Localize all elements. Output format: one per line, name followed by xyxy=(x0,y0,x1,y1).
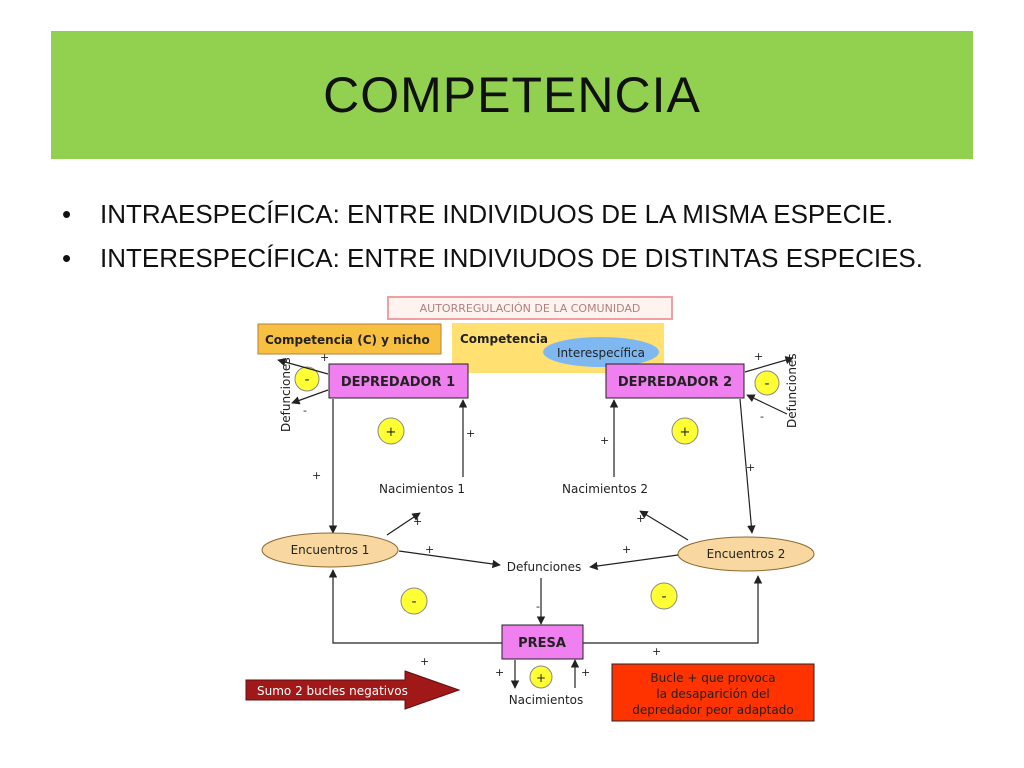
bullet-text: INTRAESPECÍFICA: ENTRE INDIVIDUOS DE LA … xyxy=(100,199,894,229)
arrow xyxy=(639,510,689,541)
depredador2-box xyxy=(605,363,745,399)
minus-sign: - xyxy=(411,594,416,610)
arrow xyxy=(398,550,501,569)
arrow xyxy=(589,554,679,571)
defunciones-right-label: Defunciones xyxy=(785,353,799,428)
arrow xyxy=(277,357,329,375)
bullet-item-interespecifica: • INTERESPECÍFICA: ENTRE INDIVIUDOS DE DI… xyxy=(60,236,923,280)
minus-sign: - xyxy=(661,589,666,605)
encuentros1-label: Encuentros 1 xyxy=(291,543,370,557)
presa-box xyxy=(501,624,584,660)
plus-sign: + xyxy=(652,645,661,658)
arrow xyxy=(583,575,763,644)
bullet-item-intraespecifica: • INTRAESPECÍFICA: ENTRE INDIVIDUOS DE LA… xyxy=(60,192,923,236)
competencia-nicho-label: Competencia (C) y nicho xyxy=(265,333,430,347)
bullet-icon: • xyxy=(62,243,72,273)
bucle-box xyxy=(611,663,815,722)
plus-sign: + xyxy=(413,515,422,528)
plus-sign: + xyxy=(495,666,504,679)
plus-sign: + xyxy=(466,427,475,440)
plus-sign: + xyxy=(746,461,755,474)
plus-sign: + xyxy=(320,351,329,364)
bucle-line-1: Bucle + que provoca xyxy=(650,671,775,685)
plus-circle-loop1 xyxy=(377,417,405,445)
depredador2-label: DEPREDADOR 2 xyxy=(618,375,732,390)
competencia-nicho-box xyxy=(257,323,442,355)
arrow xyxy=(744,356,794,373)
minus-sign: - xyxy=(303,404,307,417)
arrow xyxy=(328,569,502,644)
minus-sign: - xyxy=(760,410,764,423)
defunciones-left-label: Defunciones xyxy=(279,357,293,432)
depredador1-label: DEPREDADOR 1 xyxy=(341,375,455,390)
nacimientos2-label: Nacimientos 2 xyxy=(562,482,648,496)
minus-circle-right xyxy=(754,370,780,396)
plus-sign: + xyxy=(600,434,609,447)
plus-sign: + xyxy=(312,469,321,482)
sumo-arrow-shape xyxy=(245,670,461,710)
plus-sign: + xyxy=(420,655,429,668)
encuentros2-label: Encuentros 2 xyxy=(707,547,786,561)
title-bar: COMPETENCIA xyxy=(51,31,973,159)
plus-sign: + xyxy=(680,425,691,440)
arrow xyxy=(739,398,756,534)
autorregulacion-diagram: AUTORREGULACIÓN DE LA COMUNIDAD Competen… xyxy=(245,296,815,722)
bucle-line-3: depredador peor adaptado xyxy=(632,703,793,717)
minus-circle-lower-right xyxy=(650,582,678,610)
plus-circle-presa xyxy=(529,665,553,689)
arrow xyxy=(746,394,788,415)
encuentros2-ellipse xyxy=(677,536,815,572)
interespecifica-label: Interespecífica xyxy=(557,346,645,360)
bucle-line-2: la desaparición del xyxy=(656,687,769,701)
plus-sign: + xyxy=(581,666,590,679)
minus-circle-left xyxy=(294,366,320,392)
nacimientos1-label: Nacimientos 1 xyxy=(379,482,465,496)
plus-sign: + xyxy=(425,543,434,556)
minus-sign: - xyxy=(536,600,540,613)
header-box xyxy=(387,296,673,320)
presa-label: PRESA xyxy=(518,636,566,651)
plus-sign: + xyxy=(622,543,631,556)
sumo-label: Sumo 2 bucles negativos xyxy=(257,684,408,698)
bullet-text: INTERESPECÍFICA: ENTRE INDIVIUDOS DE DIS… xyxy=(100,243,923,273)
minus-sign: - xyxy=(304,372,309,388)
bullet-icon: • xyxy=(62,199,72,229)
arrow xyxy=(291,389,329,405)
defunciones-center-label: Defunciones xyxy=(507,560,582,574)
arrow xyxy=(386,512,421,536)
nacimientos-presa-label: Nacimientos xyxy=(509,693,584,707)
encuentros1-ellipse xyxy=(261,532,399,568)
minus-circle-lower-left xyxy=(400,587,428,615)
plus-sign: + xyxy=(386,425,397,440)
plus-circle-loop2 xyxy=(671,417,699,445)
plus-sign: + xyxy=(754,350,763,363)
plus-sign: + xyxy=(536,671,546,685)
bullet-list: • INTRAESPECÍFICA: ENTRE INDIVIDUOS DE LA… xyxy=(60,192,923,280)
interespecifica-ellipse xyxy=(543,337,659,367)
slide-title: COMPETENCIA xyxy=(323,67,701,123)
depredador1-box xyxy=(328,363,469,399)
competencia-label: Competencia xyxy=(460,332,548,346)
minus-sign: - xyxy=(764,376,769,392)
header-text: AUTORREGULACIÓN DE LA COMUNIDAD xyxy=(420,302,641,315)
plus-sign: + xyxy=(636,512,645,525)
